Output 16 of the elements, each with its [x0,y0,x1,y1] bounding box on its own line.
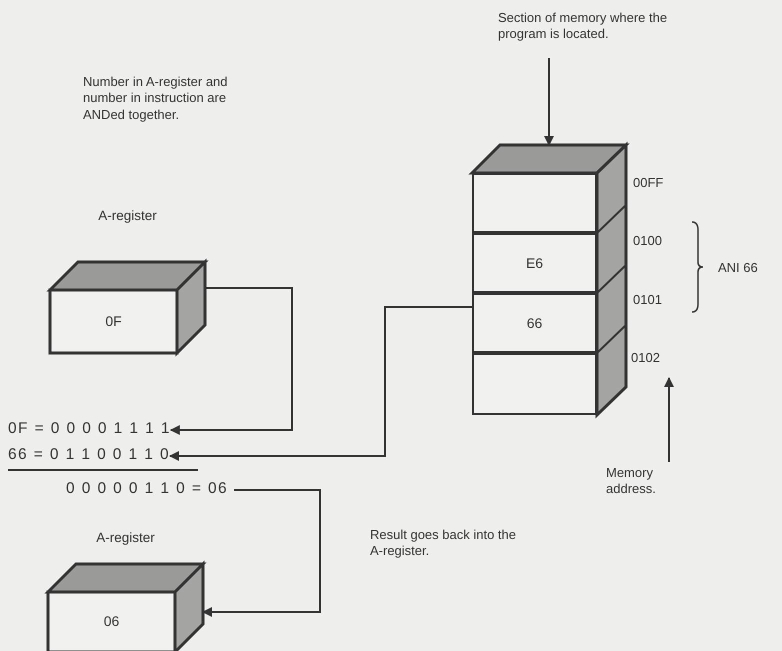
callout-text: Memory address. [606,465,657,498]
arrow [170,287,293,435]
memory-address: 0102 [631,350,661,366]
arrow [664,377,674,462]
callout-text: Section of memory where the program is located. [498,10,668,42]
binary-equation: 66 = 0 1 1 0 0 1 1 0 [8,446,170,465]
note-text: Result goes back into the A-register. [370,527,517,560]
memory-address: 0101 [633,292,663,308]
memory-address: 00FF [633,175,664,192]
note-text: Number in A-register and number in instruction are ANDed together. [83,74,229,123]
arrow [544,58,554,146]
binary-equation: 0 0 0 0 0 1 1 0 = 06 [66,480,228,499]
memory-address: 0100 [633,233,663,250]
instruction-label: ANI 66 [718,260,759,276]
arrow [169,306,472,461]
binary-equation: 0F = 0 0 0 0 1 1 1 1 [8,420,171,439]
